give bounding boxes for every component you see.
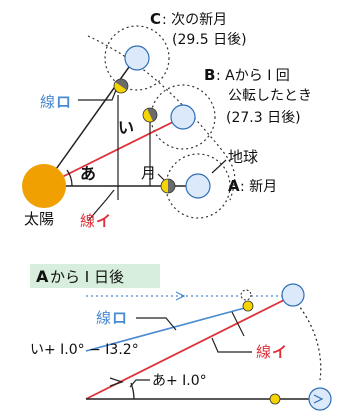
label-a-letter: A (228, 177, 240, 195)
bottom-title: から I 日後 (50, 268, 124, 286)
angle-i-label: い (118, 118, 134, 137)
orbit-path-bottom (293, 299, 322, 381)
orbit-path-arc (87, 35, 236, 201)
moon-a-icon (160, 178, 176, 194)
pointer-line-ro (78, 89, 117, 101)
bottom-title-letter: A (36, 267, 49, 286)
moon-b-icon (142, 107, 158, 123)
line-i-kana: イ (96, 212, 111, 230)
pointer-line-moon (157, 173, 165, 181)
bottom-pointer-ro (136, 317, 177, 331)
bottom-line-ro (85, 305, 253, 352)
bottom-angle-tick (231, 311, 245, 337)
bottom-diagram: A から I 日後 線 ロ 線 イ い+ (30, 264, 332, 411)
bottom-moon-lower-icon (269, 393, 281, 405)
bottom-pointer-a (129, 379, 150, 388)
bottom-moon-upper-icon (242, 300, 254, 312)
bottom-line-ro-label: 線 (96, 309, 111, 327)
bottom-title-bg (30, 264, 160, 288)
angle-a-arc (66, 169, 73, 187)
moon-label: 月 (141, 164, 156, 182)
line-ro-kana: ロ (56, 93, 71, 111)
arrow-head-top (175, 291, 186, 301)
earth-c-icon (124, 45, 150, 71)
top-diagram: C : 次の新月 (29.5 日後) B : Aから I 回 公転したとき (2… (22, 10, 312, 230)
line-i-label: 線 (80, 212, 95, 230)
label-c-text: : 次の新月 (162, 12, 227, 28)
bottom-earth-upper-icon (281, 283, 305, 307)
line-i (43, 116, 184, 187)
sun-icon (22, 164, 66, 208)
label-b-text2: 公転したとき (228, 88, 312, 104)
pointer-line-earth (211, 159, 227, 174)
label-b-days: (27.3 日後) (226, 110, 301, 126)
bottom-line-i-label: 線 (256, 343, 271, 361)
moon-ghost-icon (240, 289, 252, 301)
bottom-angle-i-text: い+ I.0° − I3.2° (30, 342, 139, 358)
sun-label: 太陽 (24, 210, 54, 228)
moon-c-icon (113, 78, 129, 94)
label-c-days: (29.5 日後) (172, 32, 247, 48)
label-a-text: : 新月 (240, 179, 277, 195)
pointer-line-i (87, 189, 115, 222)
label-b-text1: : Aから I 回 (216, 68, 290, 84)
bottom-pointer-i (211, 337, 252, 353)
bottom-line-ro-kana: ロ (112, 309, 127, 327)
earth-b-icon (170, 104, 196, 130)
bottom-line-i-kana: イ (272, 343, 287, 361)
angle-a-label: あ (80, 164, 96, 183)
bottom-angle-a-arc (130, 382, 135, 400)
bottom-angle-a-text: あ+ I.0° (152, 373, 207, 389)
earth-label: 地球 (228, 148, 258, 166)
bottom-earth-arrow (313, 394, 324, 404)
label-b-letter: B (204, 66, 215, 84)
label-c-letter: C (150, 10, 161, 28)
moon-orbit-c (104, 25, 170, 91)
bottom-arrow (109, 377, 124, 387)
earth-a-icon (185, 173, 211, 199)
line-ro-label: 線 (40, 93, 55, 111)
bottom-earth-lower-icon (308, 387, 332, 411)
